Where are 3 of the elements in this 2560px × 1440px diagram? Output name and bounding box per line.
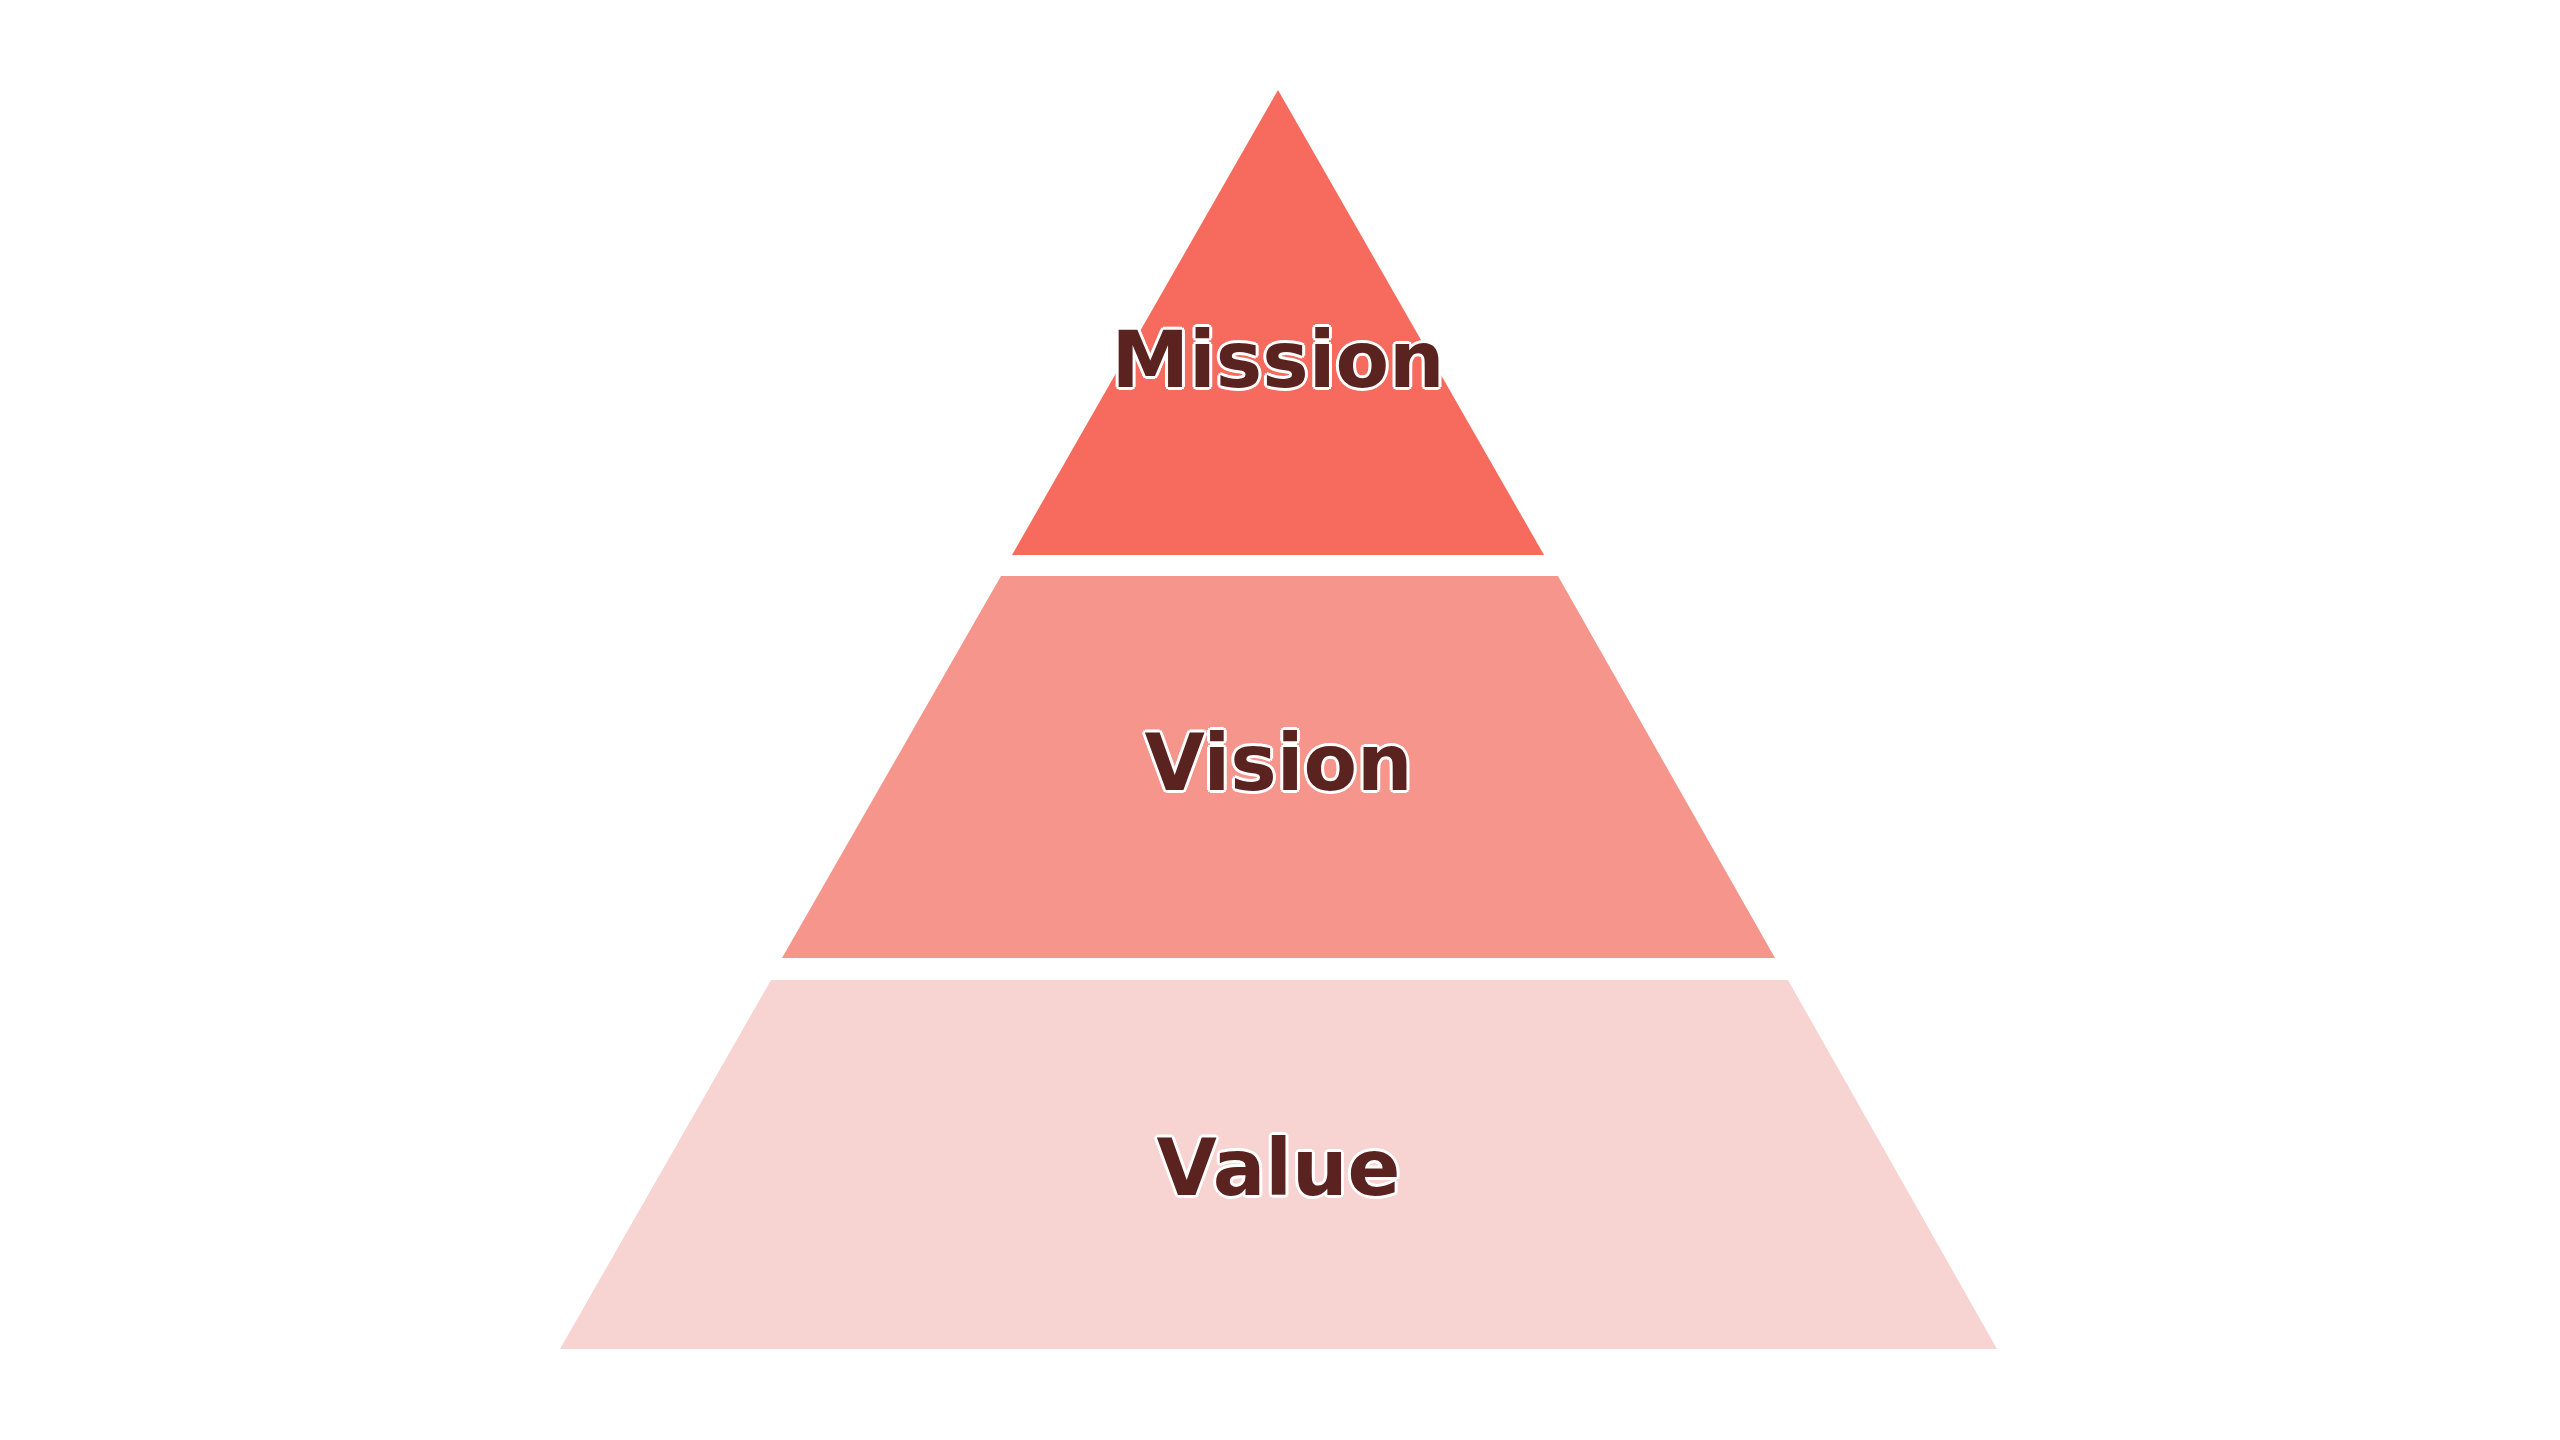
tier-label: Vision <box>1144 718 1413 809</box>
tier-label: Mission <box>1111 314 1445 405</box>
tier-label: Value <box>1156 1123 1401 1214</box>
